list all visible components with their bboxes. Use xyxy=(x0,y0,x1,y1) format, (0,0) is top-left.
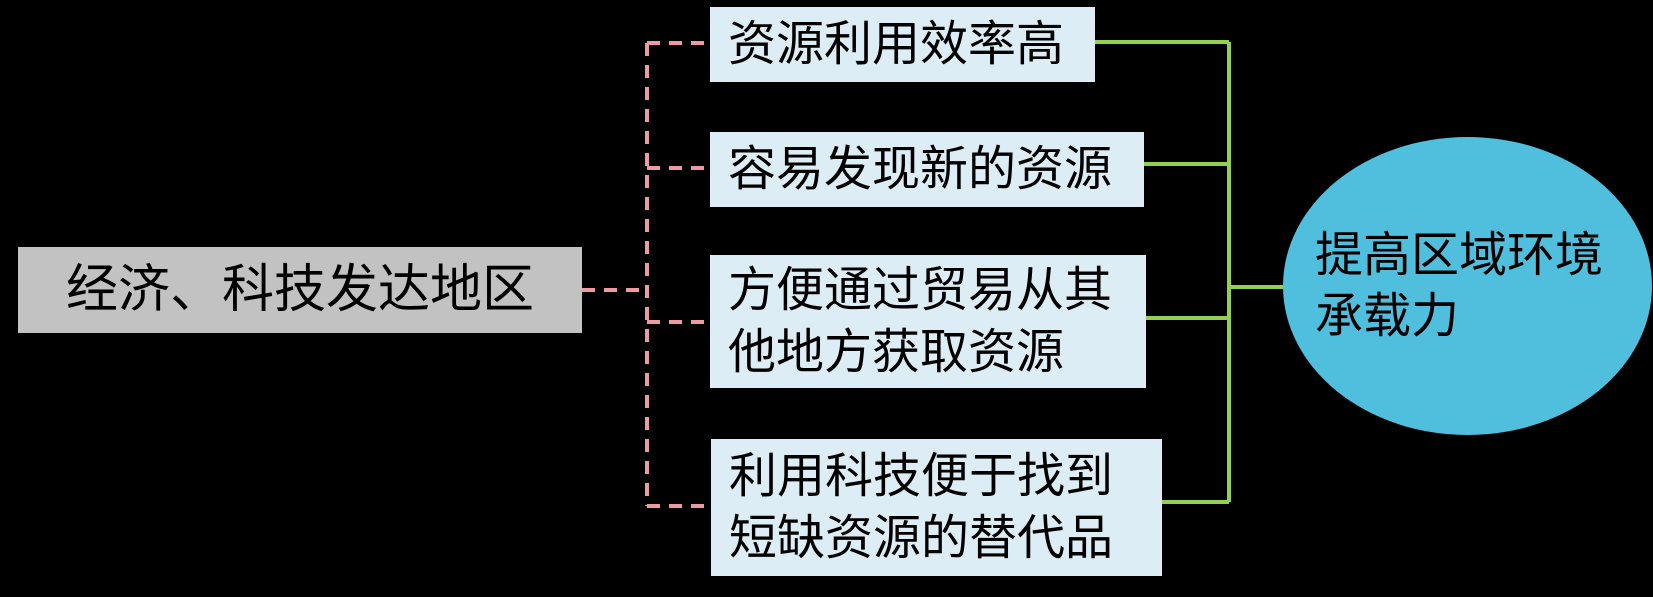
factor-node-label: 他地方获取资源 xyxy=(728,325,1065,379)
factor-node-label: 容易发现新的资源 xyxy=(728,142,1113,196)
factor-node-label: 资源利用效率高 xyxy=(728,17,1065,71)
factor-node-trade-resources: 方便通过贸易从其 他地方获取资源 xyxy=(710,255,1146,388)
outcome-label: 提高区域环境 xyxy=(1315,228,1604,282)
factor-node-label: 利用科技便于找到 xyxy=(729,450,1114,504)
root-node-label: 经济、科技发达地区 xyxy=(65,260,534,319)
factor-node-resource-efficiency: 资源利用效率高 xyxy=(710,7,1095,82)
factor-node-label: 短缺资源的替代品 xyxy=(729,511,1114,565)
factor-node-tech-substitutes: 利用科技便于找到 短缺资源的替代品 xyxy=(711,439,1162,576)
outcome-ellipse-carrying-capacity: 提高区域环境 承载力 xyxy=(1283,137,1652,435)
green-solid-connectors xyxy=(1095,40,1284,504)
root-node-developed-region: 经济、科技发达地区 xyxy=(18,247,582,333)
factor-node-discover-new-resources: 容易发现新的资源 xyxy=(710,132,1144,207)
outcome-label: 承载力 xyxy=(1315,290,1460,343)
pink-dashed-connectors xyxy=(582,41,711,508)
factor-node-label: 方便通过贸易从其 xyxy=(728,264,1113,318)
